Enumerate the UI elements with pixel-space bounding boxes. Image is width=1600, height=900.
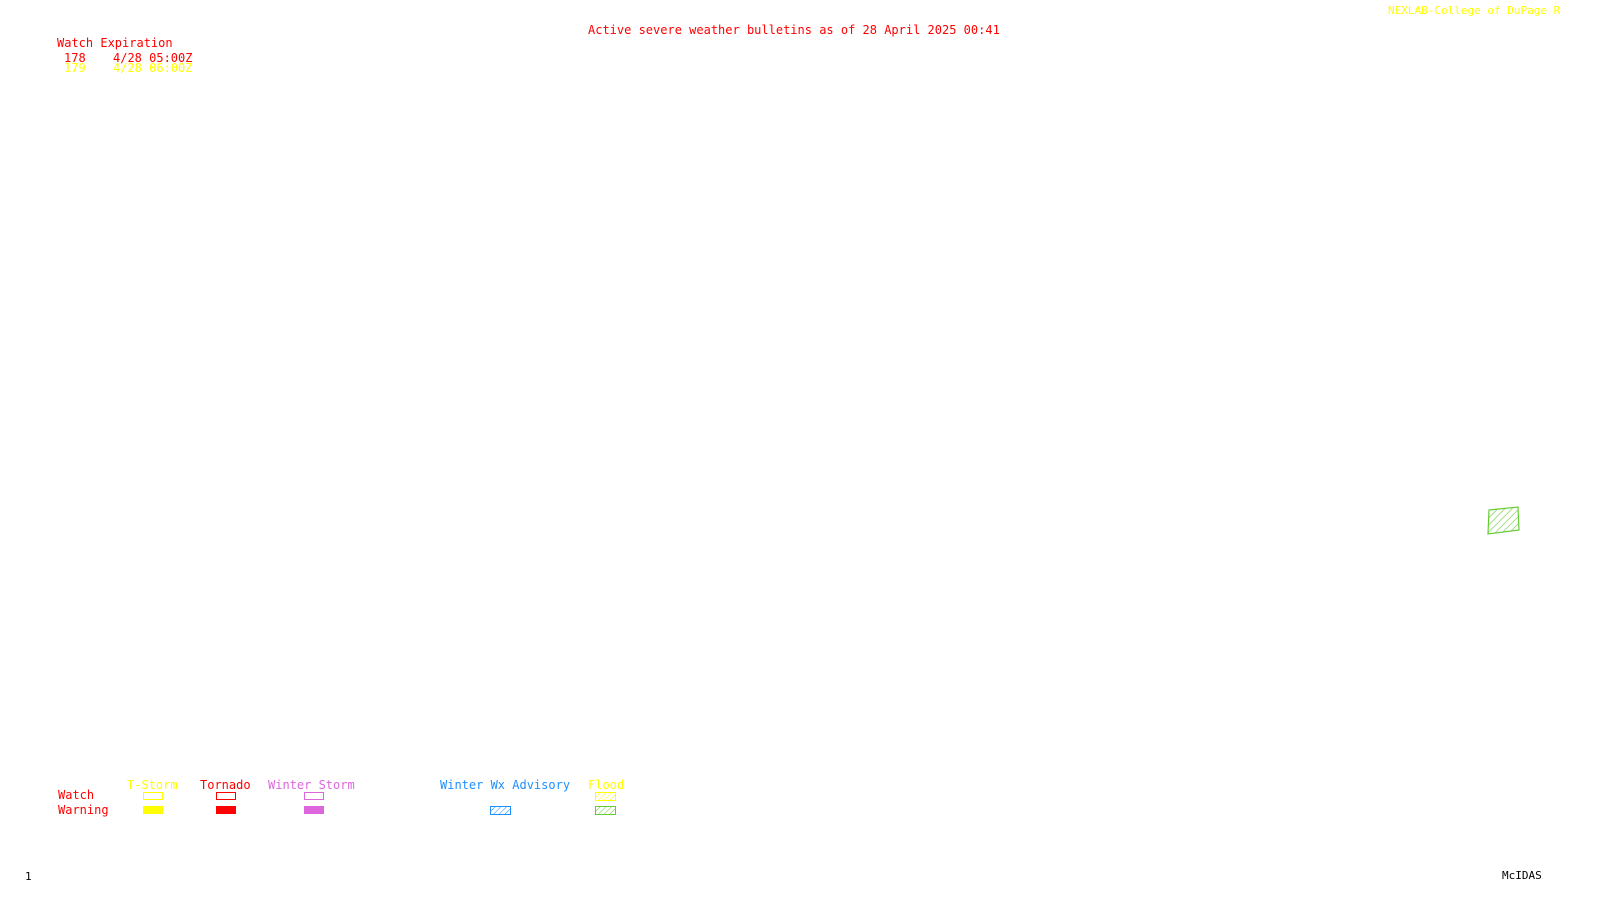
legend-watch-row-label: Watch [58,788,95,802]
tornado-warning-swatch [216,806,236,814]
flood-watch-swatch [595,792,616,801]
winter-storm-warning-swatch [304,806,324,814]
flood-warning-swatch [595,806,616,815]
legend-warning-row-label: Warning [58,803,109,817]
watch-number: 179 [64,61,86,75]
watch-expiration-time: 4/28 06:00Z [113,61,193,75]
watch-expiration-time: 4/28 05:00Z [113,51,193,65]
legend-winter-advisory-label: Winter Wx Advisory [440,778,571,792]
winter-storm-watch-swatch [304,792,324,800]
tornado-watch-swatch [216,792,236,800]
legend-flood-label: Flood [588,778,625,792]
legend-tornado-label: Tornado [200,778,251,792]
software-label: McIDAS [1502,869,1542,882]
winter-advisory-swatch [490,806,511,815]
bulletin-title: Active severe weather bulletins as of 28… [588,23,1000,37]
tstorm-warning-swatch [143,806,163,814]
watch-expiration-heading: Watch Expiration [57,36,173,50]
legend-winter-storm-label: Winter Storm [268,778,355,792]
flood-warning-area[interactable] [1486,506,1526,538]
watch-number: 178 [64,51,86,65]
map-area [0,80,1600,770]
tstorm-watch-swatch [143,792,163,800]
frame-number: 1 [25,870,32,883]
legend-tstorm-label: T-Storm [127,778,178,792]
credit-label: NEXLAB-College of DuPage R [1388,4,1561,17]
